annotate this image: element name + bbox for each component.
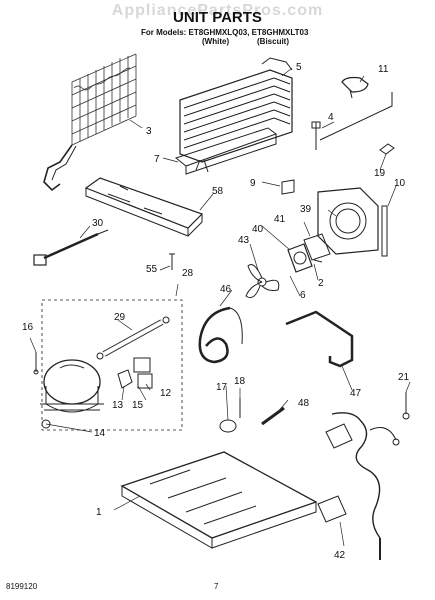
- variant-biscuit: (Biscuit): [257, 37, 289, 46]
- callout-17: 17: [216, 382, 228, 393]
- tube-48: [261, 406, 285, 426]
- watermark: AppliancePartsPros.com: [111, 2, 324, 19]
- callout-15: 15: [132, 400, 144, 411]
- callout-labels: 1 2 3 4 5 6 7 9 10 11 12 13 14 15 16 17 …: [22, 62, 410, 561]
- callout-1: 1: [96, 507, 102, 518]
- condenser-coil: [43, 53, 137, 192]
- leader-lines: [29, 67, 411, 547]
- callout-16: 16: [22, 322, 34, 333]
- cover-11: [341, 76, 369, 99]
- compressor: [40, 359, 104, 429]
- callout-21: 21: [398, 372, 410, 383]
- screw-16: [33, 352, 39, 375]
- callout-3: 3: [146, 126, 152, 137]
- seal-strip: [381, 205, 388, 257]
- callout-12: 12: [160, 388, 172, 399]
- callout-40: 40: [252, 224, 264, 235]
- callout-58: 58: [212, 186, 224, 197]
- callout-7: 7: [154, 154, 160, 165]
- callout-19: 19: [374, 168, 386, 179]
- document-number: 8199120: [6, 582, 38, 591]
- callout-5: 5: [296, 62, 302, 73]
- fan-blade: [245, 264, 280, 299]
- callout-39: 39: [300, 204, 312, 215]
- clip-9: [281, 179, 295, 195]
- callout-46: 46: [220, 284, 232, 295]
- fan-motor: [287, 233, 331, 273]
- models-line: For Models: ET8GHMXLQ03, ET8GHMXLT03: [141, 28, 309, 37]
- tube-47: [285, 310, 354, 368]
- callout-13: 13: [112, 400, 124, 411]
- callout-28: 28: [182, 268, 194, 279]
- callout-42: 42: [334, 550, 346, 561]
- page-title: UNIT PARTS: [173, 9, 262, 26]
- screw-21: [402, 392, 410, 420]
- evaporator-coil: [179, 57, 293, 173]
- callout-10: 10: [394, 178, 406, 189]
- compressor-group-box: [41, 299, 183, 431]
- callout-30: 30: [92, 218, 104, 229]
- callout-6: 6: [300, 290, 306, 301]
- base-pan: [120, 451, 318, 549]
- screw-55: [169, 253, 175, 270]
- relay-overload: [117, 357, 153, 389]
- variant-white: (White): [202, 37, 230, 46]
- drain-pan: [84, 177, 204, 237]
- callout-14: 14: [94, 428, 106, 439]
- callout-11: 11: [378, 64, 389, 75]
- callout-4: 4: [328, 112, 334, 123]
- wire-harness: [317, 412, 400, 560]
- callout-2: 2: [318, 278, 324, 289]
- callout-18: 18: [234, 376, 246, 387]
- drain-trough: [174, 127, 278, 175]
- callout-48: 48: [298, 398, 310, 409]
- fan-shroud: [317, 187, 379, 255]
- relay-tube: [96, 316, 170, 360]
- thermostat-bulb: [311, 92, 395, 155]
- page-number: 7: [214, 582, 219, 591]
- power-cord: [33, 229, 109, 266]
- grommet-17: [219, 419, 237, 433]
- callout-41: 41: [274, 214, 286, 225]
- callout-55: 55: [146, 264, 158, 275]
- callout-9: 9: [250, 178, 256, 189]
- callout-47: 47: [350, 388, 362, 399]
- drain-tube: [198, 306, 243, 364]
- callout-29: 29: [114, 312, 126, 323]
- callout-43: 43: [238, 235, 250, 246]
